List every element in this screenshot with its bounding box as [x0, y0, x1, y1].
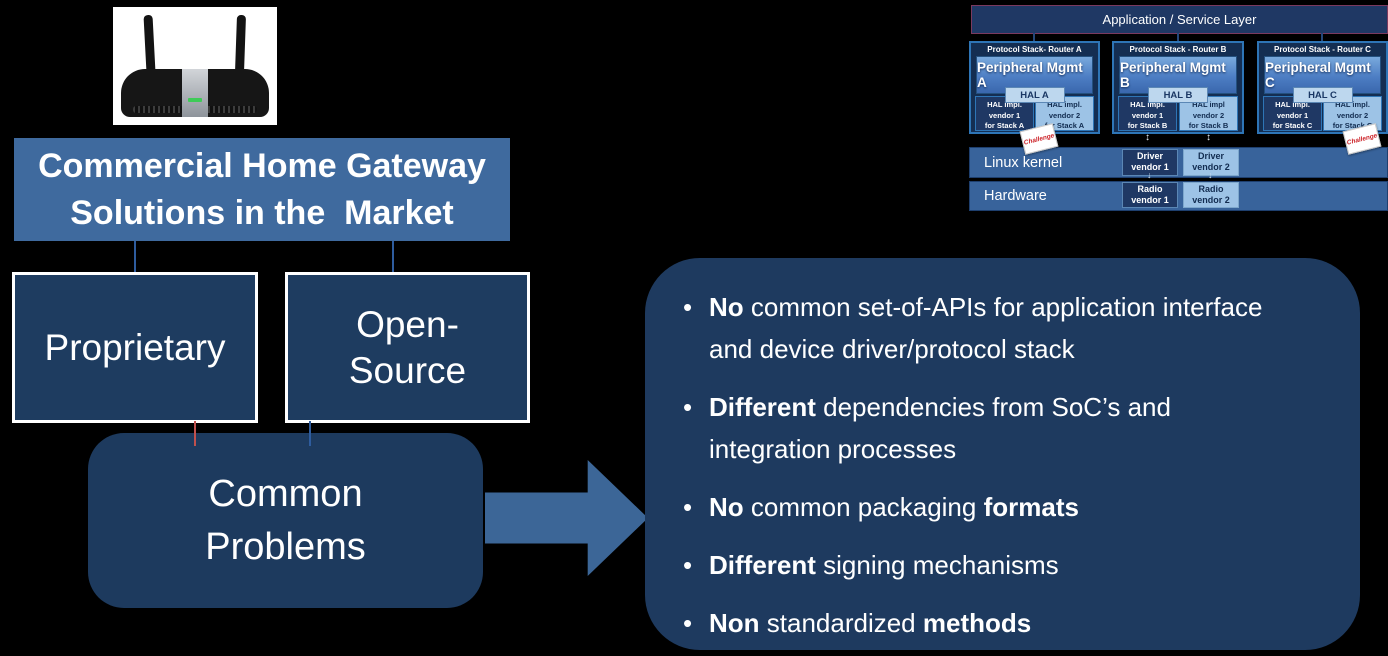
- connector-opensource-common: [309, 421, 311, 446]
- updown-arrow-icon: ↕: [1145, 132, 1150, 143]
- updown-arrow-icon: ↕: [1206, 132, 1211, 143]
- hardware-row: Hardware: [969, 181, 1388, 211]
- connector-title-opensource: [392, 241, 394, 272]
- problem-item: Different signing mechanisms: [675, 544, 1272, 586]
- arrow-right-icon: [485, 460, 648, 576]
- driver-vendor2-box: Driver vendor 2: [1183, 149, 1239, 176]
- connector-appbar-stack-c: [1321, 33, 1323, 41]
- hal-a-box: HAL A: [1004, 87, 1065, 103]
- connector-proprietary-common: [194, 421, 196, 446]
- stack-a-header: Protocol Stack- Router A: [987, 45, 1082, 54]
- problem-item: Different dependencies from SoC’s and in…: [675, 386, 1272, 470]
- connector-appbar-stack-a: [1033, 33, 1035, 41]
- linux-kernel-row: Linux kernel: [969, 147, 1388, 178]
- hal-c-box: HAL C: [1292, 87, 1353, 103]
- radio-vendor2-box: Radio vendor 2: [1183, 182, 1239, 208]
- router-image: [113, 7, 277, 125]
- protocol-stack-b: Protocol Stack - Router B Peripheral Mgm…: [1112, 41, 1244, 134]
- open-source-label: Open- Source: [348, 303, 467, 391]
- problem-item: Non standardized methods: [675, 602, 1272, 644]
- problem-item: No common set-of-APIs for application in…: [675, 286, 1272, 370]
- app-service-layer-label: Application / Service Layer: [1102, 12, 1257, 27]
- common-problems-label: Common Problems: [205, 472, 366, 568]
- protocol-stack-c: Protocol Stack - Router C Peripheral Mgm…: [1257, 41, 1388, 134]
- hardware-label: Hardware: [984, 188, 1047, 204]
- router-antenna-right-icon: [234, 14, 247, 74]
- proprietary-box: Proprietary: [12, 272, 258, 423]
- router-front-band: [182, 69, 208, 117]
- app-service-layer-bar: Application / Service Layer: [971, 5, 1388, 34]
- problems-list: No common set-of-APIs for application in…: [645, 258, 1360, 644]
- problems-panel: No common set-of-APIs for application in…: [645, 258, 1360, 650]
- title-line1: Commercial Home Gateway: [38, 147, 486, 185]
- architecture-diagram: Application / Service Layer Protocol Sta…: [965, 0, 1388, 215]
- stack-c-header: Protocol Stack - Router C: [1274, 45, 1371, 54]
- linux-kernel-label: Linux kernel: [984, 154, 1063, 171]
- title-line2: Solutions in the Market: [70, 194, 454, 232]
- connector-appbar-stack-b: [1177, 33, 1179, 41]
- router-led-icon: [188, 98, 202, 102]
- router-antenna-left-icon: [143, 14, 156, 74]
- protocol-stack-a: Protocol Stack- Router A Peripheral Mgmt…: [969, 41, 1100, 134]
- radio-vendor1-box: Radio vendor 1: [1122, 182, 1178, 208]
- driver-vendor1-box: Driver vendor 1: [1122, 149, 1178, 176]
- down-arrow-icon: ↓: [1208, 170, 1213, 180]
- hal-b-box: HAL B: [1148, 87, 1208, 103]
- common-problems-box: Common Problems: [88, 433, 483, 608]
- problem-item: No common packaging formats: [675, 486, 1272, 528]
- router-body: [121, 69, 269, 117]
- down-arrow-icon: ↓: [1147, 170, 1152, 180]
- open-source-box: Open- Source: [285, 272, 530, 423]
- hal-impl-vendor2-a: HAL impl. vendor 2 for Stack A: [1035, 96, 1094, 131]
- hal-impl-vendor1-b: HAL impl. vendor 1 for Stack B: [1118, 96, 1177, 131]
- stack-b-header: Protocol Stack - Router B: [1129, 45, 1227, 54]
- proprietary-label: Proprietary: [44, 326, 226, 368]
- title-box: Commercial Home Gateway Solutions in the…: [14, 138, 510, 241]
- hal-impl-vendor1-a: HAL impl. vendor 1 for Stack A: [975, 96, 1034, 131]
- connector-title-proprietary: [134, 241, 136, 272]
